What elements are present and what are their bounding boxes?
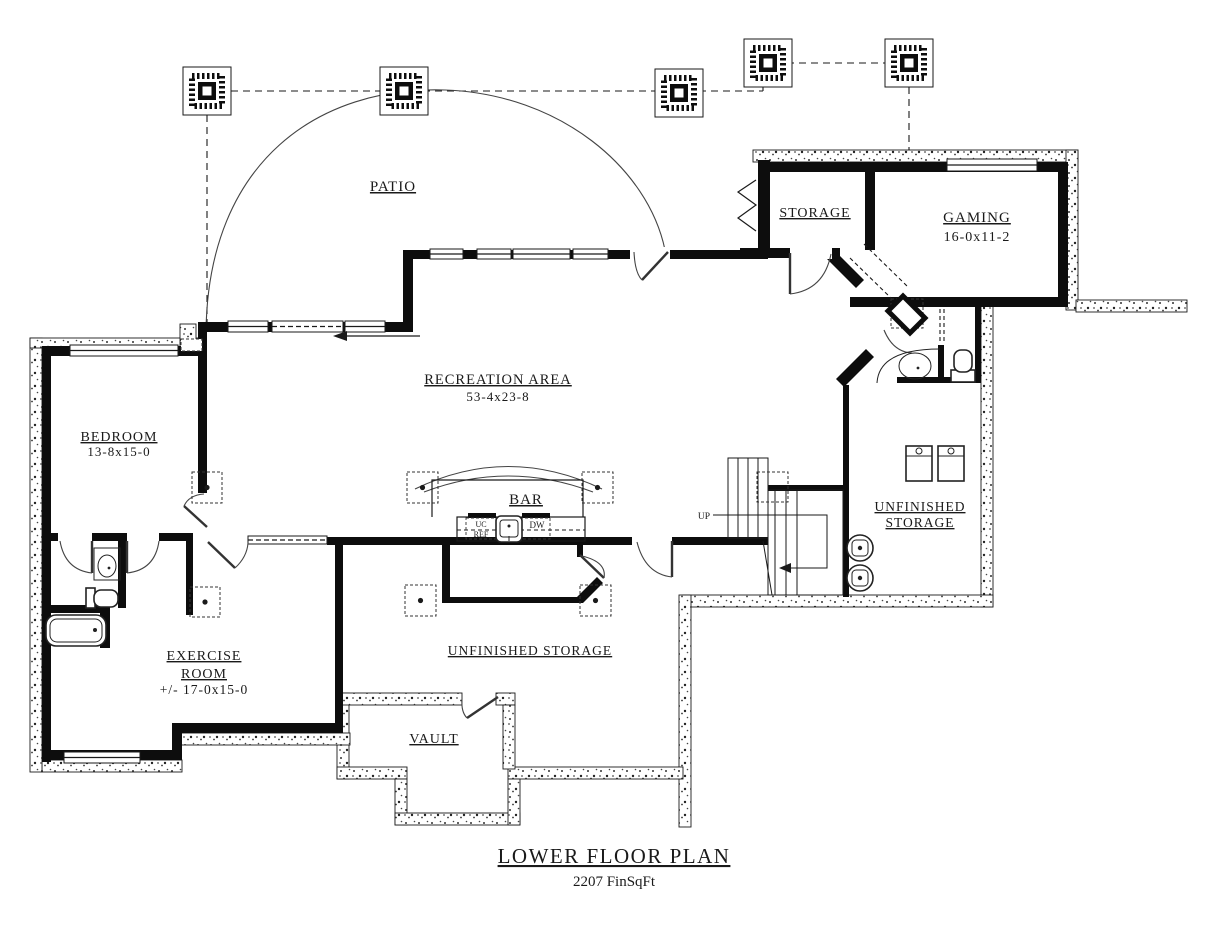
doors [59,243,945,719]
window-well-window [180,338,203,352]
ref-label: REF [474,530,489,539]
toilet-fixture-left [85,587,119,609]
window [429,248,464,260]
window [476,248,512,260]
direction-arrow [333,331,420,341]
exercise-label-line1: EXERCISE [167,649,242,664]
room-labels: PATIO STORAGE GAMING 16-0x11-2 RECREATIO… [80,179,1011,747]
pocket-door [939,309,945,343]
column [884,38,934,88]
water-heater-1 [846,534,874,562]
plan-area: 2207 FinSqFt [573,874,656,890]
window [344,320,386,333]
unfinished-storage-right-line1: UNFINISHED [875,499,966,514]
window [572,248,609,260]
storage-label: STORAGE [779,206,850,221]
title-block: LOWER FLOOR PLAN 2207 FinSqFt [498,844,731,890]
up-label: UP [698,512,710,522]
column [743,38,793,88]
washer-fixture [905,445,933,482]
column-grid-lines [206,62,910,322]
patio-label: PATIO [370,179,416,195]
plan-title: LOWER FLOOR PLAN [498,844,731,868]
sink-vanity-left [93,547,121,581]
dryer-fixture [937,445,965,482]
gaming-label: GAMING [943,210,1011,226]
bedroom-label: BEDROOM [80,430,157,445]
unfinished-storage-center-label: UNFINISHED STORAGE [448,643,612,658]
toilet-fixture-right [950,349,976,383]
bath-door [59,540,94,574]
bar-counter [414,466,603,543]
post-dots [202,484,601,605]
patio-edge-arc [205,89,666,333]
window [512,248,571,260]
window [227,320,269,333]
sink-vanity-right [876,348,941,384]
uc-label: UC [475,520,486,529]
exercise-dims: +/- 17-0x15-0 [160,682,248,697]
column [654,68,704,118]
column [379,66,429,116]
foundation-walls [29,149,1188,828]
window [63,751,141,764]
hall-door [125,540,160,574]
center-storage-door [579,554,605,579]
column [182,66,232,116]
recreation-label: RECREATION AREA [424,372,572,388]
bedroom-dims: 13-8x15-0 [87,444,150,459]
exercise-door [207,541,249,569]
vault-label: VAULT [409,732,458,747]
bedroom-door [183,493,208,528]
exercise-label-line2: ROOM [181,667,227,682]
angled-hall-door [849,243,929,354]
up-arrow-leader [713,514,828,573]
fixtures [45,348,976,647]
patio-door [630,247,670,281]
storage-door [788,247,832,295]
cased-opening [247,535,328,545]
windows [63,158,1038,764]
unfinished-storage-right-line2: STORAGE [885,515,954,530]
cased-opening [271,320,344,333]
patio-columns [182,38,934,118]
post-footings [189,471,614,618]
recreation-dims: 53-4x23-8 [466,389,529,404]
vault-door [461,696,499,719]
water-heater-2 [846,564,874,592]
bar-sink-fixture [495,515,523,543]
bar-label: BAR [509,492,543,508]
dw-label: DW [530,520,545,530]
window [946,158,1038,172]
bathtub-fixture [45,614,107,647]
gaming-dims: 16-0x11-2 [944,230,1011,245]
window [69,344,179,357]
window-well-zigzag [736,179,758,232]
recreation-storage-door [632,536,674,578]
staircase [713,457,844,596]
